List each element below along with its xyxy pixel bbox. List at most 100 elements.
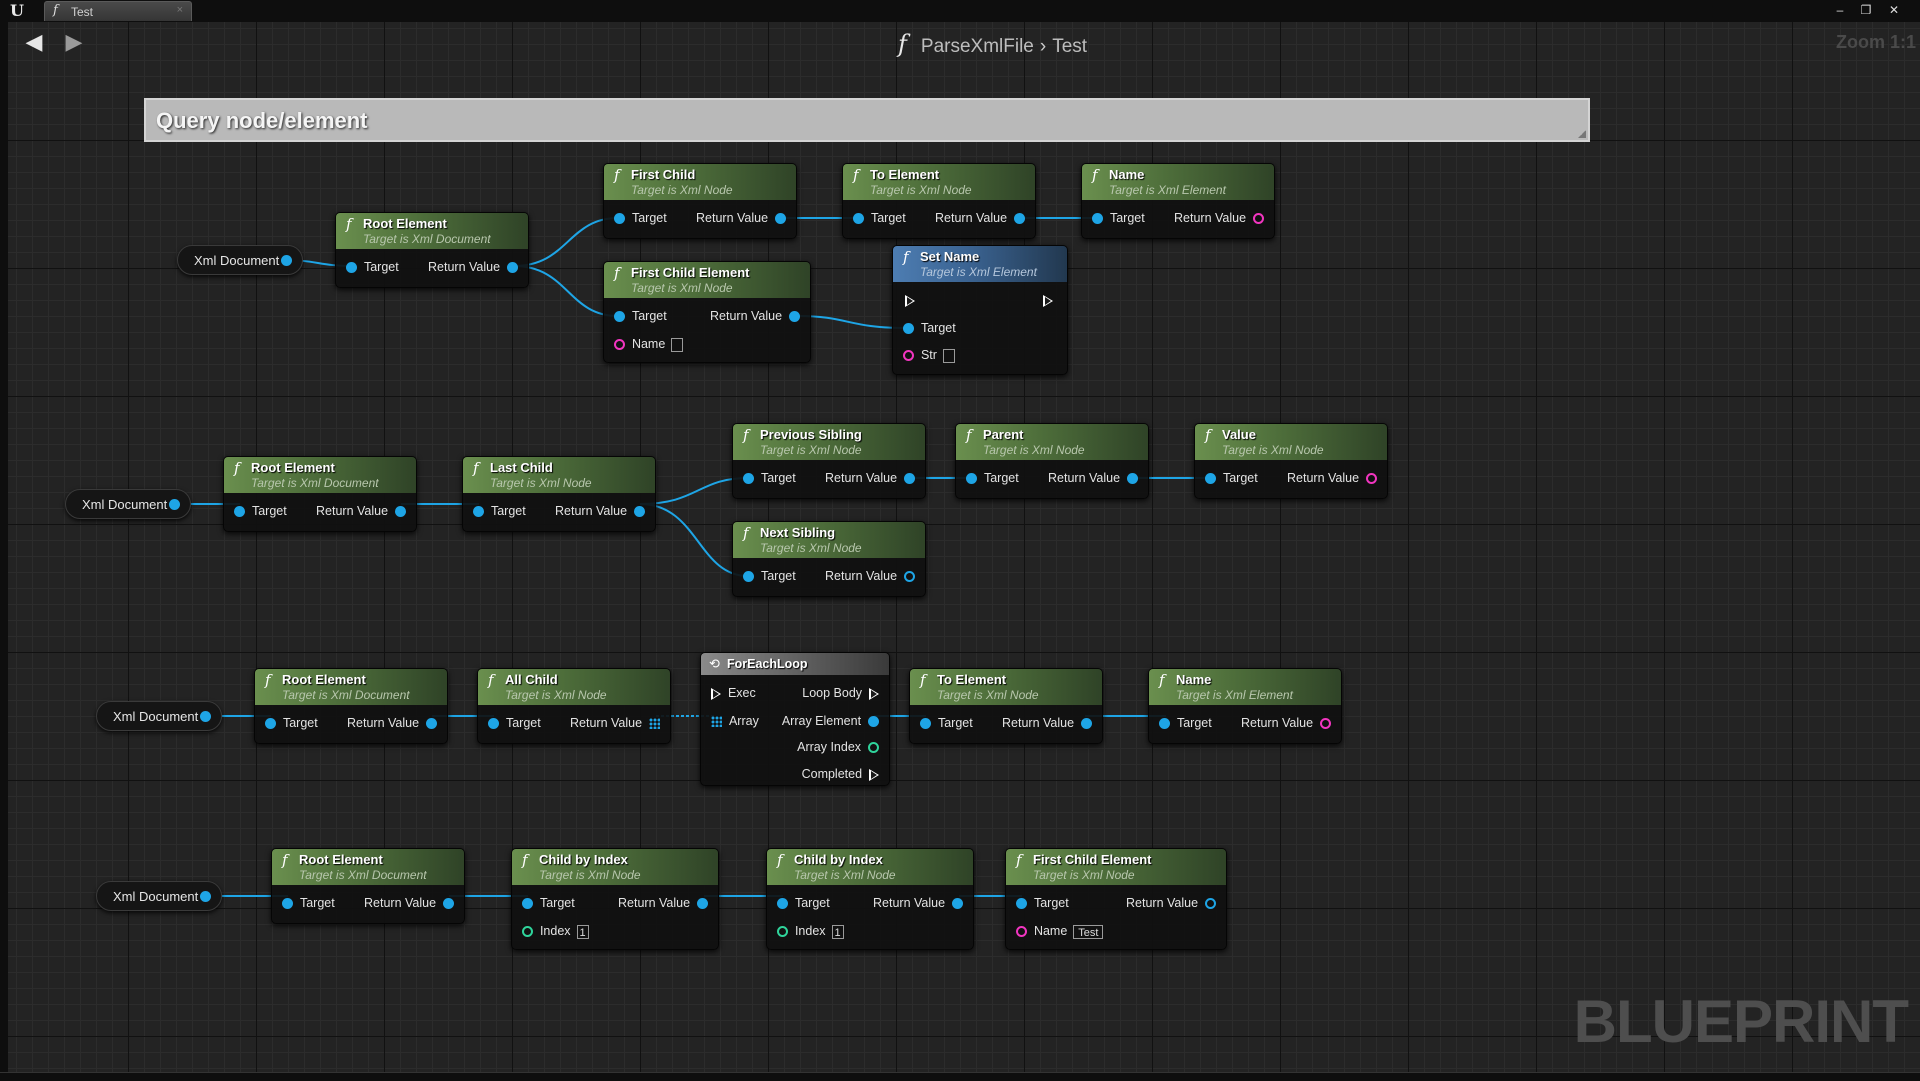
return-pin-row[interactable]: Return Value — [710, 308, 800, 324]
return-pin-row[interactable]: Return Value — [873, 895, 963, 911]
target-pin[interactable] — [743, 571, 754, 583]
forward-arrow-icon[interactable]: ▶ — [65, 29, 83, 54]
target-pin[interactable] — [920, 718, 931, 730]
xml-document-node[interactable]: Xml Document — [96, 701, 222, 731]
return-pin[interactable] — [1253, 213, 1264, 225]
exec-out-icon[interactable] — [869, 768, 879, 781]
target-pin-row[interactable]: Target — [614, 308, 667, 324]
return-pin[interactable] — [634, 506, 645, 518]
loop-body-pin-row[interactable]: Loop Body — [802, 685, 879, 701]
target-pin[interactable] — [234, 506, 245, 518]
target-pin[interactable] — [903, 323, 914, 335]
target-pin[interactable] — [488, 718, 499, 730]
return-pin-row[interactable]: Return Value — [696, 210, 786, 226]
return-pin-row[interactable]: Return Value — [935, 210, 1025, 226]
target-pin[interactable] — [966, 473, 977, 485]
return-pin[interactable] — [395, 506, 406, 518]
target-pin-row[interactable]: Target — [743, 568, 796, 584]
xml-document-node[interactable]: Xml Document — [177, 245, 303, 275]
name-input[interactable]: Test — [1073, 924, 1104, 939]
index-input[interactable]: 1 — [831, 924, 844, 939]
index-pin[interactable] — [777, 926, 788, 938]
return-pin-row[interactable]: Return Value — [1126, 895, 1216, 911]
tab-test[interactable]: f Test × — [44, 1, 192, 21]
output-pin[interactable] — [200, 891, 211, 902]
return-pin-row[interactable]: Return Value — [555, 503, 645, 519]
node-foreach-loop[interactable]: ⟲ForEachLoop Exec Loop Body Array Array … — [700, 652, 890, 786]
target-pin[interactable] — [265, 718, 276, 730]
target-pin-row[interactable]: Target — [473, 503, 526, 519]
target-pin[interactable] — [1092, 213, 1103, 225]
return-pin[interactable] — [697, 898, 708, 910]
return-pin[interactable] — [775, 213, 786, 225]
target-pin[interactable] — [346, 262, 357, 274]
target-pin-row[interactable]: Target — [522, 895, 575, 911]
array-pin-row[interactable]: Array — [711, 713, 759, 729]
maximize-button[interactable]: ❐ — [1860, 3, 1872, 17]
target-pin-row[interactable]: Target — [966, 470, 1019, 486]
comment-box[interactable]: Query node/element — [144, 98, 1590, 142]
index-input[interactable]: 1 — [576, 924, 589, 939]
str-pin[interactable] — [903, 350, 914, 362]
output-pin[interactable] — [200, 711, 211, 722]
target-pin-row[interactable]: Target — [743, 470, 796, 486]
breadcrumb-graph[interactable]: Test — [1052, 36, 1088, 57]
return-pin[interactable] — [904, 571, 915, 583]
target-pin[interactable] — [777, 898, 788, 910]
return-pin-row[interactable]: Return Value — [1002, 715, 1092, 731]
return-pin[interactable] — [1081, 718, 1092, 730]
exec-out-pin[interactable] — [1043, 292, 1053, 308]
target-pin[interactable] — [522, 898, 533, 910]
exec-in-icon[interactable] — [905, 294, 915, 307]
return-pin[interactable] — [426, 718, 437, 730]
target-pin-row[interactable]: Target — [346, 259, 399, 275]
array-index-pin-row[interactable]: Array Index — [797, 739, 879, 755]
target-pin[interactable] — [743, 473, 754, 485]
back-arrow-icon[interactable]: ◀ — [25, 29, 43, 54]
index-pin[interactable] — [522, 926, 533, 938]
target-pin-row[interactable]: Target — [777, 895, 830, 911]
xml-document-node[interactable]: Xml Document — [65, 489, 191, 519]
target-pin-row[interactable]: Target — [920, 715, 973, 731]
target-pin-row[interactable]: Target — [1159, 715, 1212, 731]
return-pin-row[interactable]: Return Value — [570, 715, 660, 731]
target-pin-row[interactable]: Target — [488, 715, 541, 731]
return-pin-row[interactable]: Return Value — [825, 568, 915, 584]
target-pin-row[interactable]: Target — [1016, 895, 1069, 911]
target-pin-row[interactable]: Target — [853, 210, 906, 226]
array-index-pin[interactable] — [868, 742, 879, 754]
return-pin[interactable] — [1014, 213, 1025, 225]
target-pin[interactable] — [1016, 898, 1027, 910]
return-pin-row[interactable]: Return Value — [1287, 470, 1377, 486]
target-pin-row[interactable]: Target — [282, 895, 335, 911]
str-pin-row[interactable]: Str — [903, 347, 955, 363]
target-pin[interactable] — [1205, 473, 1216, 485]
return-pin[interactable] — [952, 898, 963, 910]
exec-out-icon[interactable] — [1043, 294, 1053, 307]
return-pin[interactable] — [1366, 473, 1377, 485]
return-pin[interactable] — [904, 473, 915, 485]
output-pin[interactable] — [281, 255, 292, 266]
name-pin[interactable] — [614, 339, 625, 351]
target-pin[interactable] — [282, 898, 293, 910]
target-pin-row[interactable]: Target — [903, 320, 956, 336]
target-pin[interactable] — [1159, 718, 1170, 730]
return-pin-row[interactable]: Return Value — [364, 895, 454, 911]
array-element-pin-row[interactable]: Array Element — [782, 713, 879, 729]
